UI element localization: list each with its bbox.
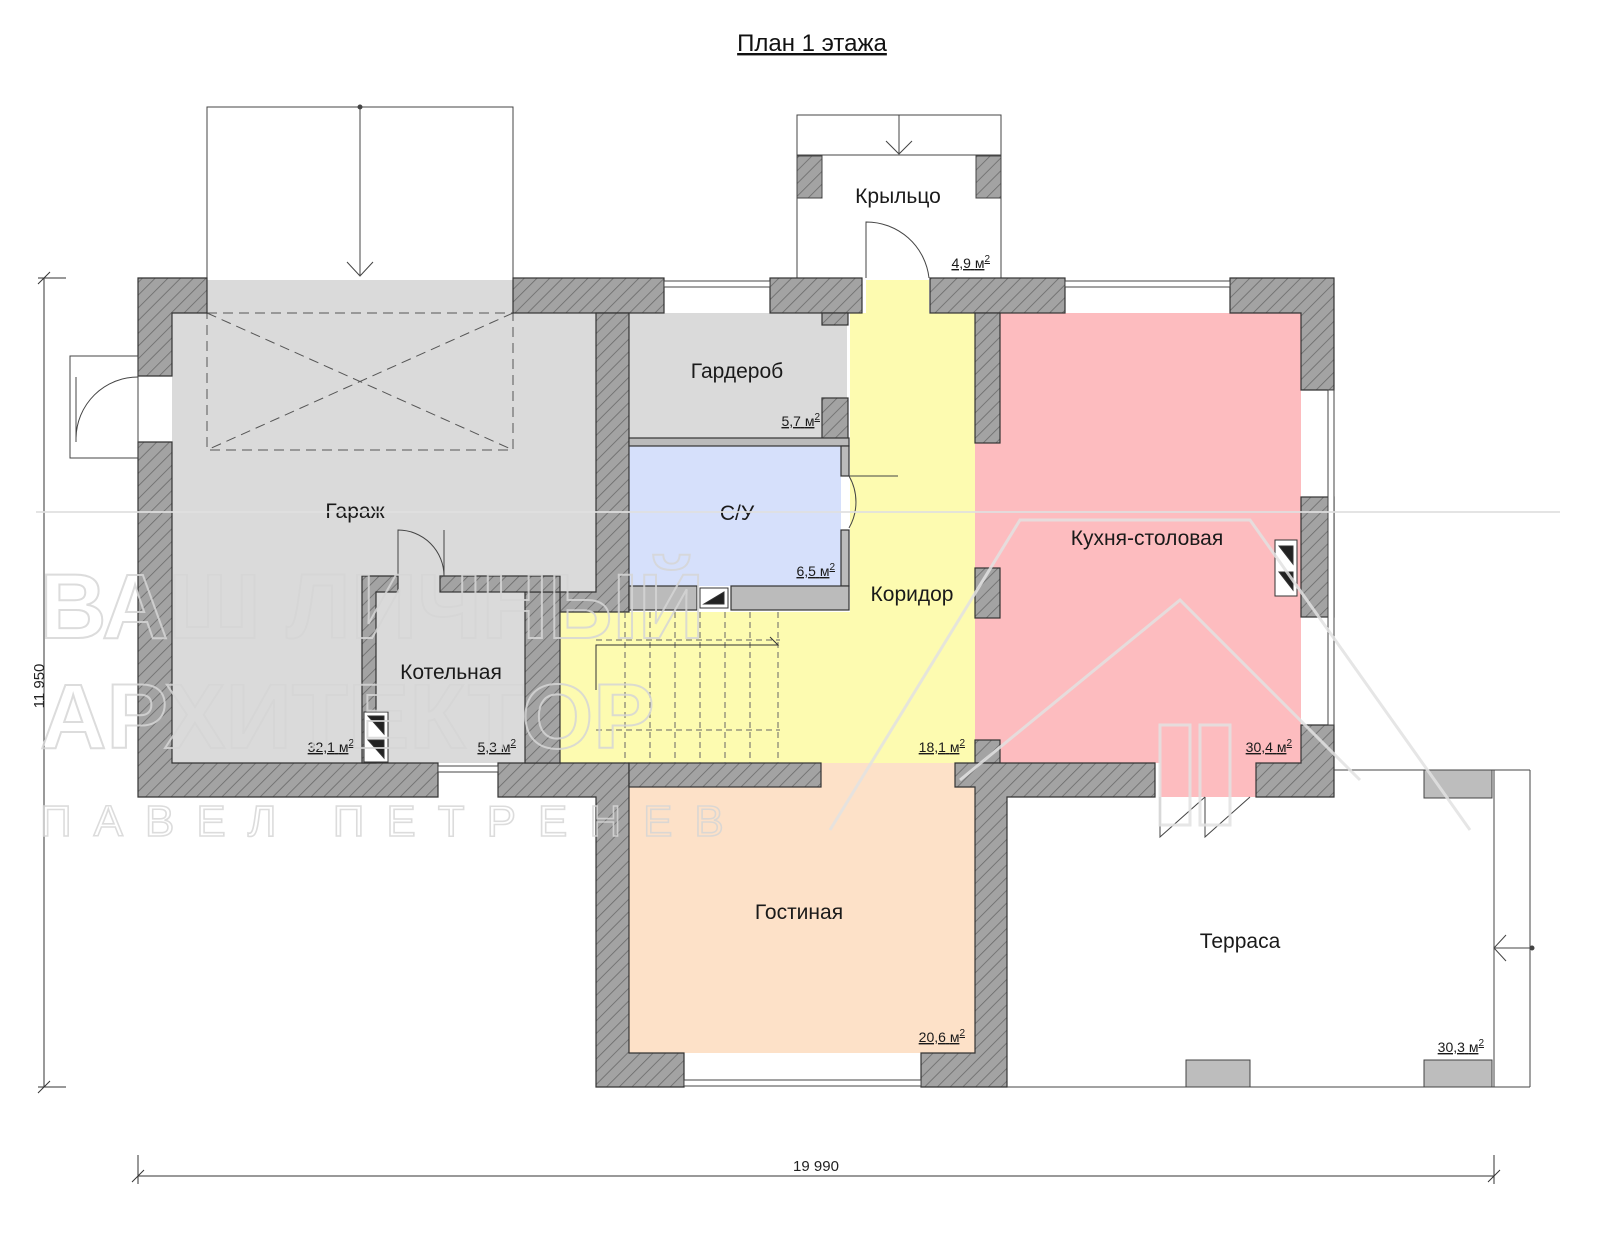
porch-column-right bbox=[975, 155, 1002, 199]
vent bbox=[699, 587, 729, 609]
terrace-columns bbox=[1185, 769, 1493, 1088]
room-name-wardrobe: Гардероб bbox=[691, 360, 783, 383]
area-living: 20,6 м2 bbox=[919, 1028, 966, 1045]
area-terrace: 30,3 м2 bbox=[1438, 1038, 1485, 1055]
room-name-kitchen: Кухня-столовая bbox=[1071, 527, 1223, 550]
kitchen-fill bbox=[975, 313, 1301, 763]
room-name-corridor: Коридор bbox=[871, 583, 954, 606]
porch-column-left bbox=[796, 155, 823, 199]
area-garage: 32,1 м2 bbox=[308, 738, 355, 755]
area-wardrobe: 5,7 м2 bbox=[781, 412, 820, 429]
stairs bbox=[596, 612, 780, 763]
living-room-fill bbox=[629, 763, 975, 1053]
area-kitchen: 30,4 м2 bbox=[1246, 738, 1293, 755]
watermark-line2: АРХИТЕКТОР bbox=[40, 666, 655, 768]
watermark-line1: ВАШ ЛИЧНЫЙ bbox=[40, 554, 704, 658]
dimension-lines bbox=[37, 271, 1501, 1184]
car-outline bbox=[206, 312, 514, 451]
bathroom-fill bbox=[629, 446, 841, 586]
garage-gate-outline bbox=[206, 104, 514, 280]
room-name-living: Гостиная bbox=[755, 901, 843, 924]
area-corridor: 18,1 м2 bbox=[919, 738, 966, 755]
area-porch: 4,9 м2 bbox=[951, 254, 990, 271]
room-name-terrace: Терраса bbox=[1200, 930, 1281, 953]
plan-title: План 1 этажа bbox=[737, 30, 887, 57]
room-name-bathroom: С/У bbox=[720, 502, 755, 525]
wardrobe-fill bbox=[629, 313, 847, 440]
room-name-porch: Крыльцо bbox=[855, 185, 941, 208]
watermark: ВАШ ЛИЧНЫЙ АРХИТЕКТОР ПАВЕЛ ПЕТРЕНЕВ bbox=[36, 511, 1560, 847]
area-boiler: 5,3 м2 bbox=[477, 738, 516, 755]
watermark-house-logo bbox=[828, 518, 1472, 831]
garage-side-door bbox=[69, 355, 139, 459]
stove bbox=[1274, 539, 1298, 597]
garage-gate-fill bbox=[207, 280, 513, 314]
kitchen-door-fill bbox=[1160, 763, 1256, 797]
windows bbox=[437, 280, 1335, 1087]
room-name-boiler: Котельная bbox=[400, 661, 502, 684]
corridor-fill bbox=[560, 280, 975, 763]
dimension-height: 11 950 bbox=[31, 664, 48, 709]
watermark-line3: ПАВЕЛ ПЕТРЕНЕВ bbox=[40, 797, 746, 846]
boiler-equipment bbox=[363, 711, 389, 763]
area-bathroom: 6,5 м2 bbox=[796, 562, 835, 579]
dimension-width: 19 990 bbox=[793, 1158, 839, 1175]
boiler-room-fill bbox=[376, 592, 526, 763]
